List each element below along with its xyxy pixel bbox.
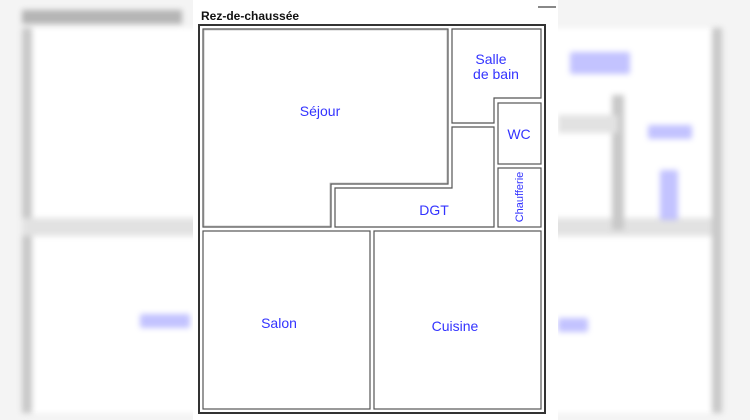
outer-wall: [198, 24, 546, 414]
room-salon[interactable]: [202, 230, 371, 410]
floor-plan-panel: Rez-de-chaussée Séjour Salle de bain WC …: [193, 0, 558, 420]
room-wc[interactable]: [497, 102, 542, 165]
minimize-icon[interactable]: [538, 6, 556, 8]
floor-plan: Séjour Salle de bain WC DGT Chaufferie S…: [198, 24, 546, 414]
room-cuisine[interactable]: [373, 230, 542, 410]
background-title: [22, 10, 182, 24]
panel-title: Rez-de-chaussée: [201, 9, 300, 23]
room-dgt[interactable]: [334, 126, 495, 228]
label-chaufferie: Chaufferie: [514, 172, 526, 223]
label-dgt: DGT: [419, 202, 449, 218]
room-chaufferie[interactable]: [497, 167, 542, 228]
label-wc: WC: [507, 126, 530, 142]
room-sejour[interactable]: [202, 28, 449, 228]
label-salon: Salon: [261, 315, 297, 331]
label-salle-de-bain-2: de bain: [473, 66, 519, 82]
room-salle-de-bain[interactable]: [451, 28, 542, 124]
label-cuisine: Cuisine: [432, 318, 479, 334]
label-sejour: Séjour: [300, 103, 341, 119]
label-salle-de-bain-1: Salle: [475, 51, 506, 67]
